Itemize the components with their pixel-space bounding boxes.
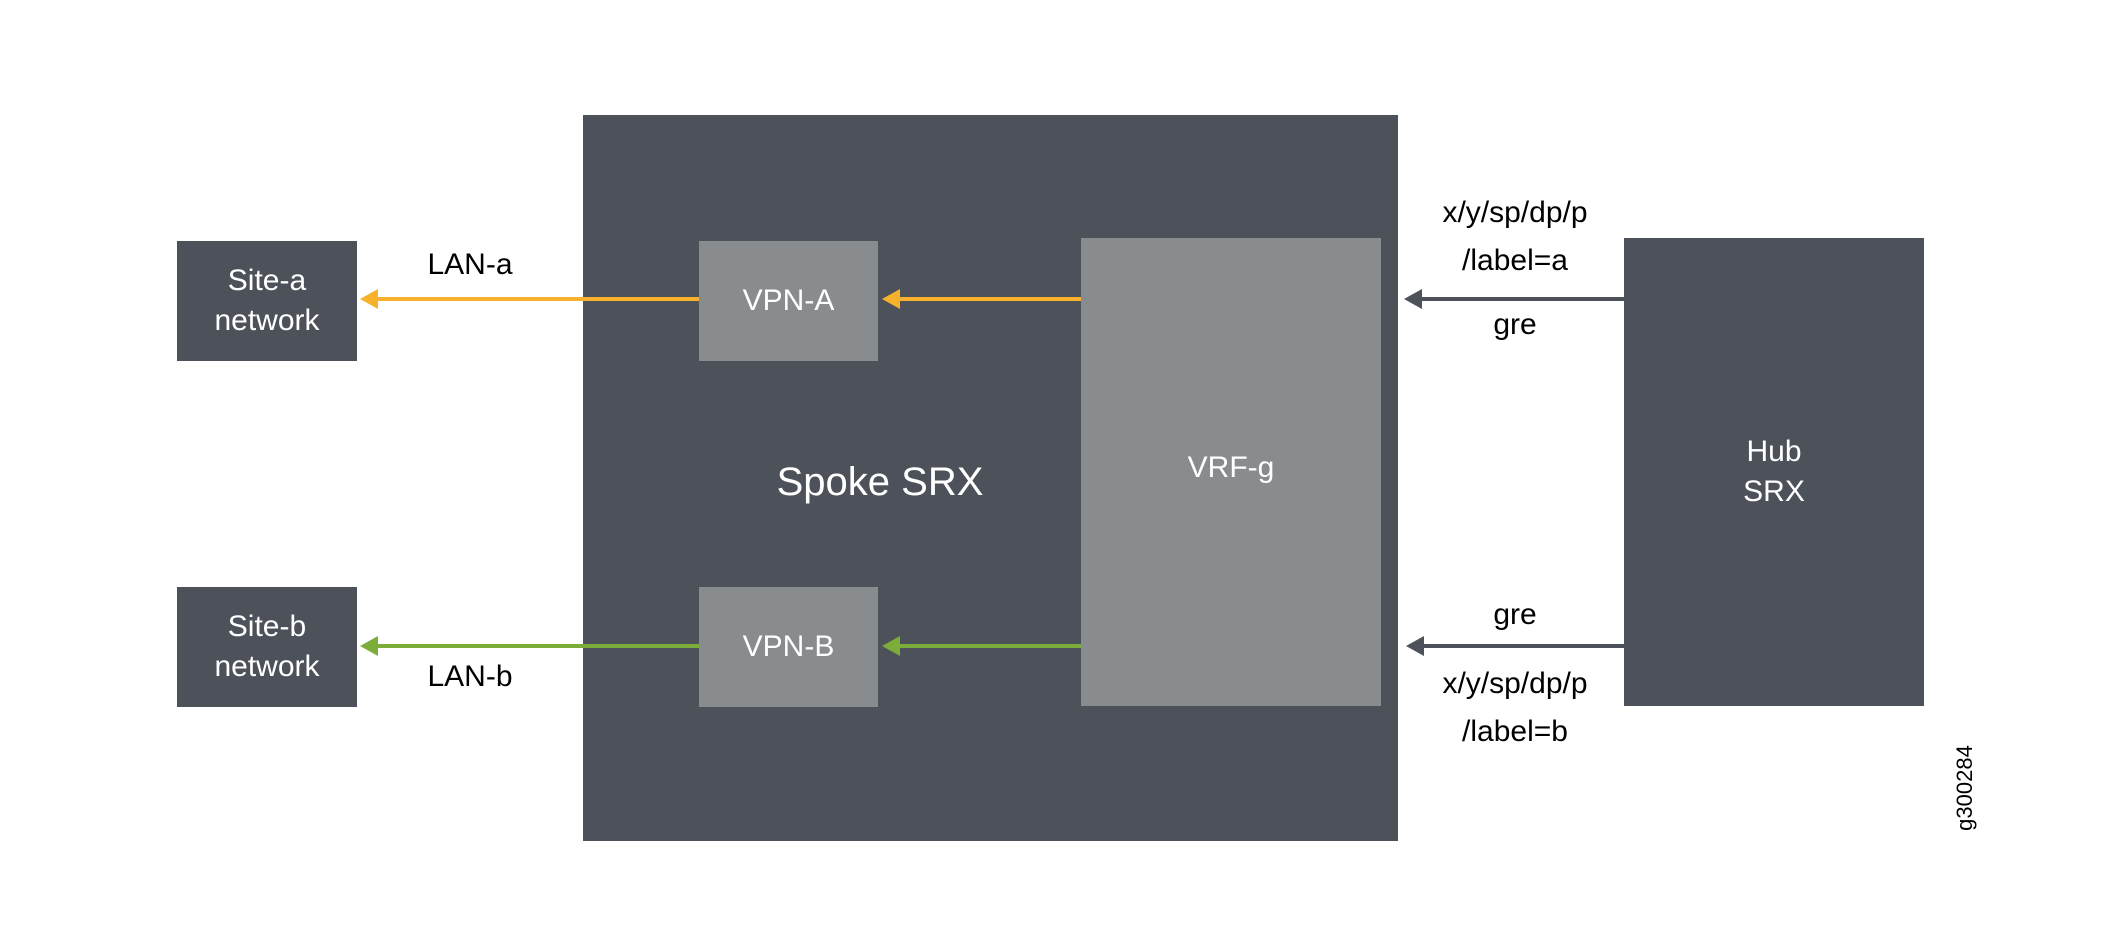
- site-a-network-box: Site-a network: [177, 241, 357, 361]
- hub-to-vrf-top-arrow-line: [1420, 297, 1624, 301]
- bottom-label-b: /label=b: [1462, 715, 1568, 748]
- lan-b-arrow-head: [360, 636, 378, 656]
- vpn-b-label: VPN-B: [742, 629, 835, 663]
- vrf-to-vpn-a-arrow-head: [882, 289, 900, 309]
- lan-a-arrow-head: [360, 289, 378, 309]
- top-tuple-label: x/y/sp/dp/p: [1442, 196, 1588, 229]
- top-label-a: /label=a: [1462, 244, 1568, 277]
- diagram-id-label: g300284: [1952, 745, 1977, 831]
- vrf-g-label: VRF-g: [1187, 451, 1275, 484]
- bottom-tuple-label: x/y/sp/dp/p: [1442, 667, 1588, 700]
- hub-srx-label: Hub SRX: [1743, 434, 1805, 509]
- site-b-network-box: Site-b network: [177, 587, 357, 707]
- lan-a-arrow-line: [375, 297, 699, 301]
- bottom-gre-label: gre: [1493, 598, 1537, 631]
- site-b-label: Site-b network: [214, 609, 320, 684]
- lan-b-label: LAN-b: [427, 660, 513, 693]
- hub-to-vrf-top-arrow-head: [1404, 289, 1422, 309]
- top-gre-label: gre: [1493, 308, 1537, 341]
- site-a-label: Site-a network: [214, 263, 320, 338]
- hub-to-vrf-bottom-arrow-head: [1406, 636, 1424, 656]
- lan-b-arrow-line: [375, 644, 699, 648]
- vpn-a-label: VPN-A: [742, 283, 835, 317]
- vpn-b-box: VPN-B: [699, 587, 878, 707]
- hub-srx-box: Hub SRX: [1624, 238, 1924, 706]
- vrf-to-vpn-a-arrow-line: [898, 297, 1081, 301]
- vpn-a-box: VPN-A: [699, 241, 878, 361]
- vrf-g-box: VRF-g: [1081, 238, 1381, 706]
- vrf-to-vpn-b-arrow-line: [898, 644, 1081, 648]
- vrf-to-vpn-b-arrow-head: [882, 636, 900, 656]
- spoke-srx-label: Spoke SRX: [776, 460, 984, 504]
- lan-a-label: LAN-a: [427, 248, 513, 281]
- hub-to-vrf-bottom-arrow-line: [1422, 644, 1624, 648]
